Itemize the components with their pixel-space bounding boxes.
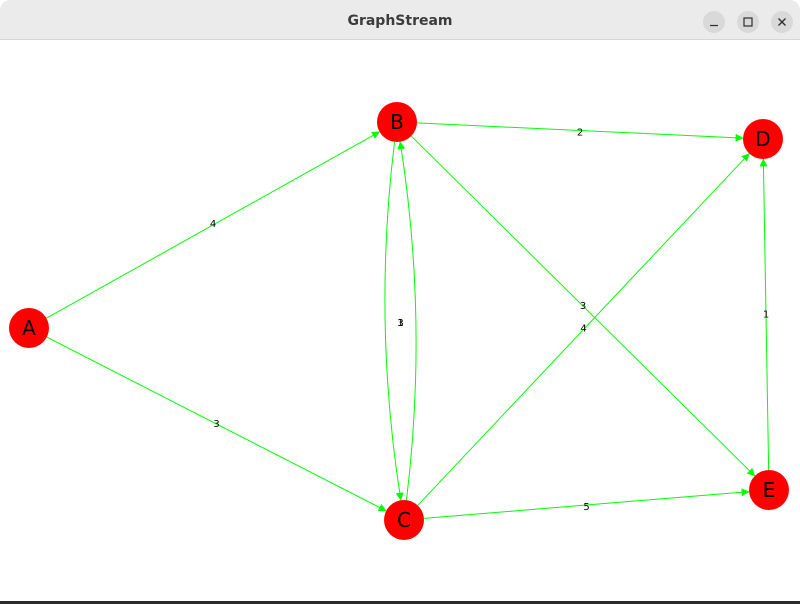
minimize-button[interactable] (703, 11, 725, 33)
close-button[interactable] (771, 11, 793, 33)
edge-a-b[interactable] (46, 131, 380, 319)
close-icon (778, 18, 786, 26)
maximize-icon (743, 17, 753, 27)
node-label: B (390, 110, 404, 134)
edge-a-c[interactable] (46, 336, 387, 512)
node-label: D (755, 127, 770, 151)
edge-b-e[interactable] (410, 135, 756, 477)
node-d[interactable]: D (743, 119, 783, 159)
window-title: GraphStream (347, 13, 453, 29)
edge-weight-label: 4 (580, 324, 586, 335)
edge-e-d[interactable] (759, 158, 770, 471)
title-bar[interactable]: GraphStream (0, 0, 800, 40)
node-b[interactable]: B (377, 102, 417, 142)
maximize-button[interactable] (737, 11, 759, 33)
node-a[interactable]: A (9, 308, 49, 348)
edges-layer (46, 122, 770, 519)
edge-weight-label: 3 (580, 301, 586, 312)
edge-weight-label: 1 (397, 318, 403, 329)
node-e[interactable]: E (749, 470, 789, 510)
node-c[interactable]: C (384, 500, 424, 540)
node-label: A (22, 316, 36, 340)
bottom-border (0, 601, 800, 604)
node-label: E (763, 478, 776, 502)
edge-c-e[interactable] (423, 488, 750, 519)
edge-b-c[interactable] (384, 141, 404, 501)
minimize-icon (710, 24, 718, 27)
edge-weight-label: 2 (577, 128, 583, 139)
node-circle[interactable] (377, 102, 417, 142)
edge-weight-label: 3 (213, 419, 219, 430)
node-circle[interactable] (384, 500, 424, 540)
edge-weight-label: 4 (210, 219, 216, 230)
edge-c-d[interactable] (417, 153, 750, 506)
node-label: C (397, 508, 411, 532)
edge-c-b[interactable] (397, 141, 417, 501)
node-circle[interactable] (9, 308, 49, 348)
node-circle[interactable] (743, 119, 783, 159)
node-circle[interactable] (749, 470, 789, 510)
nodes-layer: A B C D E (9, 102, 789, 540)
edge-weight-label: 3 (397, 318, 403, 329)
edge-weight-label: 1 (763, 310, 769, 321)
edge-weight-label: 5 (583, 502, 589, 513)
edge-b-d[interactable] (416, 122, 744, 142)
